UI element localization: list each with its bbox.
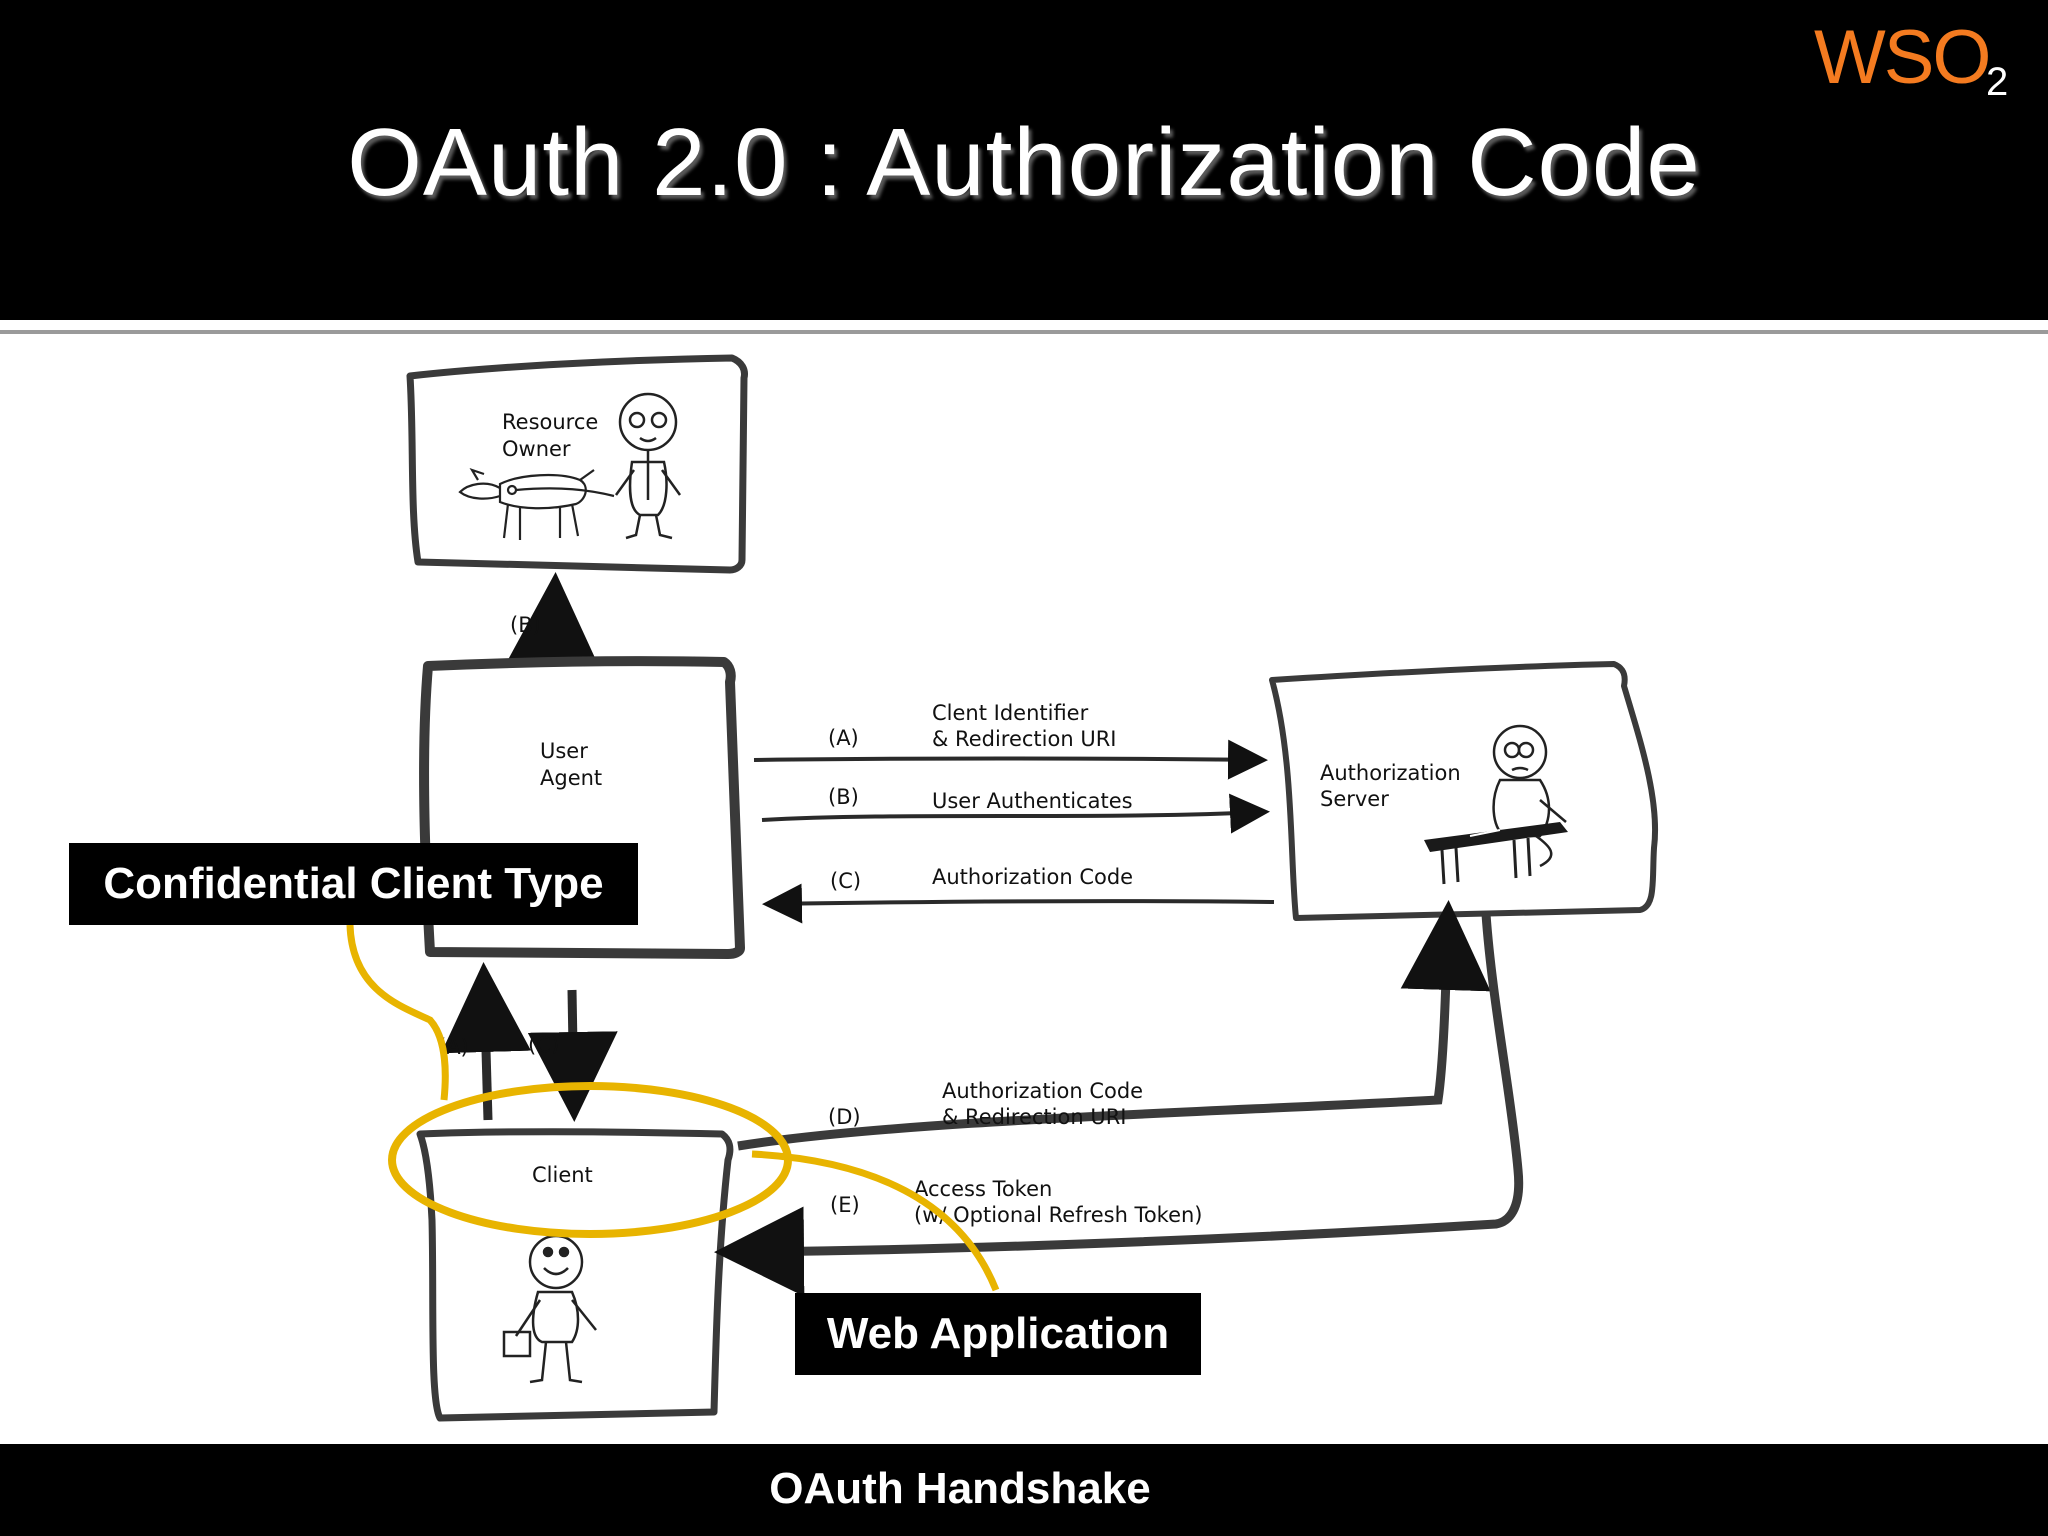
- flow-d-step: (D): [828, 1105, 861, 1129]
- web-application-callout: Web Application: [795, 1293, 1201, 1375]
- user-agent-node: User Agent: [419, 656, 745, 959]
- resource-owner-box: [406, 354, 748, 574]
- logo-subscript: 2: [1986, 60, 2009, 104]
- footer-text: OAuth Handshake: [769, 1464, 1151, 1513]
- header-bar: [0, 0, 2048, 320]
- flow-e-label-2: (w/ Optional Refresh Token): [914, 1203, 1203, 1227]
- flow-a-top-step: (A): [828, 726, 859, 750]
- client-figure-icon: [502, 1234, 597, 1384]
- webapp-connector: [751, 1150, 1000, 1292]
- footer-bar: [0, 1444, 2048, 1536]
- user-agent-label-1: User: [540, 739, 588, 763]
- resource-owner-label-1: Resource: [502, 410, 598, 434]
- flow-e-step: (E): [830, 1193, 860, 1217]
- header-divider: [0, 330, 2048, 334]
- flow-b-up-step: (B): [510, 613, 541, 637]
- authorization-server-label-1: Authorization: [1320, 761, 1461, 785]
- user-agent-box: [419, 656, 745, 959]
- confidential-client-type-callout: Confidential Client Type: [69, 843, 638, 925]
- flow-e-label-1: Access Token: [914, 1177, 1052, 1201]
- client-node: Client: [416, 1128, 734, 1422]
- flow-b-top-step: (B): [828, 785, 859, 809]
- authorization-server-figure-icon: [1492, 724, 1567, 868]
- authorization-server-node: Authorization Server: [1269, 661, 1659, 921]
- arrow-c-top: [762, 883, 1275, 924]
- resource-owner-label-2: Owner: [502, 437, 571, 461]
- confidential-connector: [346, 924, 449, 1101]
- flow-c-down-step: (C): [528, 1033, 559, 1057]
- dog-icon: [458, 468, 615, 540]
- flow-a-top-label-2: & Redirection URI: [932, 727, 1116, 751]
- flow-a-top-label-1: Clent Identifier: [932, 701, 1089, 725]
- wso2-logo: WSO 2: [1814, 14, 2024, 104]
- flow-c-top-step: (C): [830, 869, 861, 893]
- flow-c-top-label: Authorization Code: [932, 865, 1133, 889]
- arrow-a-top: [753, 739, 1268, 780]
- client-label: Client: [532, 1163, 593, 1187]
- desk-icon: [1424, 822, 1568, 885]
- flow-d-label-2: & Redirection URI: [942, 1105, 1126, 1129]
- authorization-server-box: [1269, 661, 1659, 921]
- arrow-d: [737, 900, 1491, 1151]
- resource-owner-node: Resource Owner: [406, 354, 748, 574]
- page-title: OAuth 2.0 : Authorization Code: [347, 109, 1701, 216]
- logo-text: WSO: [1814, 15, 1992, 100]
- arrow-b-top: [761, 793, 1270, 834]
- user-agent-label-2: Agent: [540, 766, 602, 790]
- flow-b-top-label: User Authenticates: [932, 789, 1133, 813]
- authorization-server-label-2: Server: [1320, 787, 1389, 811]
- client-highlight: [346, 924, 1000, 1292]
- arrow-e: [714, 913, 1524, 1297]
- arrow-b-up: [507, 572, 598, 664]
- resource-owner-figure-icon: [614, 392, 682, 540]
- flow-d-label-1: Authorization Code: [942, 1079, 1143, 1103]
